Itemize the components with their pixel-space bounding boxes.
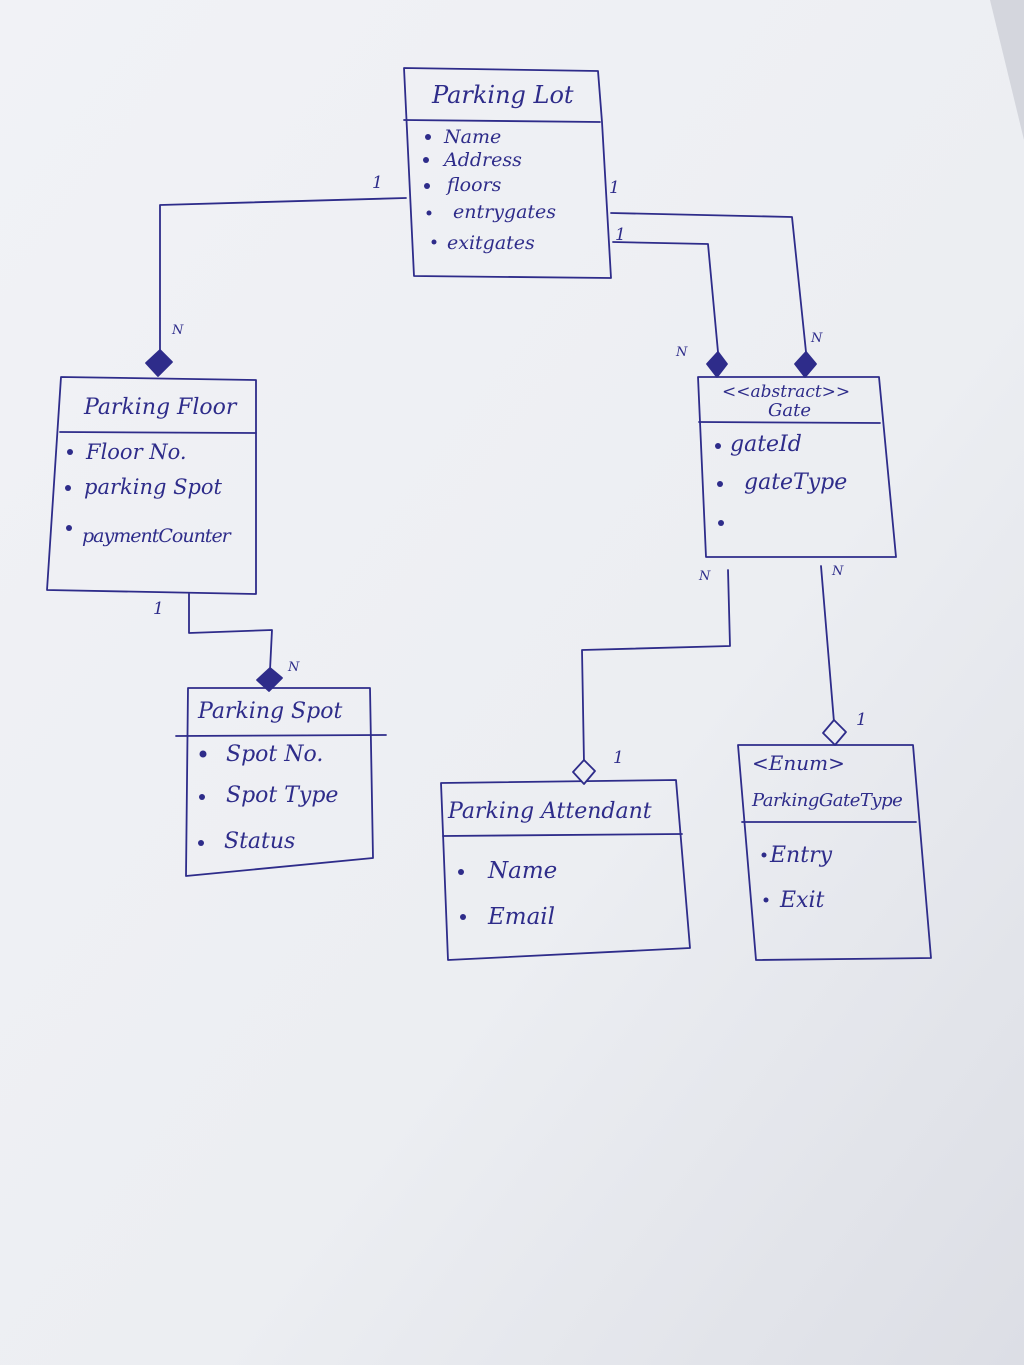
edge-gate-gatetype <box>820 565 835 723</box>
edge-lot-floor <box>159 197 407 354</box>
multiplicity-lot-entry-gate: N <box>810 331 823 346</box>
edge-lot-gate-exit <box>612 241 719 353</box>
parking-gate-type-title: ParkingGateType <box>751 790 902 811</box>
bullet <box>763 897 769 903</box>
bullet <box>66 525 72 531</box>
class-parking-gate-type <box>737 744 932 961</box>
parking-lot-attributes: Name Address floors entrygates exitgates <box>423 126 556 254</box>
attr-floors: floors <box>445 174 502 196</box>
attr-attendant-name: Name <box>487 858 557 884</box>
bullet <box>199 750 207 758</box>
bullet <box>717 481 723 487</box>
parking-lot-title: Parking Lot <box>431 81 574 109</box>
bullet <box>425 134 431 140</box>
parking-spot-divider <box>175 734 387 737</box>
class-parking-lot <box>403 67 612 279</box>
parking-gate-type-stereotype: <Enum> <box>752 751 845 775</box>
parking-gate-type-attributes: Entry Exit <box>761 843 833 913</box>
gate-divider <box>698 421 881 424</box>
attr-floor-no: Floor No. <box>85 440 187 464</box>
bullet <box>715 443 721 449</box>
parking-spot-title: Parking Spot <box>197 699 342 724</box>
edge-floor-spot <box>188 593 273 671</box>
attr-exitgates: exitgates <box>447 232 535 254</box>
aggregation-diamond-attendant <box>572 759 596 785</box>
parking-floor-title: Parking Floor <box>83 395 238 420</box>
parking-attendant-attributes: Name Email <box>458 858 557 930</box>
gate-attributes: gateId gateType <box>715 432 847 526</box>
multiplicity-gate-attendant-gate: N <box>698 569 711 584</box>
attr-gate-type: gateType <box>744 470 847 495</box>
attr-spot-type: Spot Type <box>226 783 338 808</box>
class-parking-attendant <box>440 779 691 961</box>
multiplicity-floor-spot-floor: 1 <box>153 599 164 619</box>
attr-name: Name <box>443 126 501 148</box>
parking-lot-divider <box>403 119 601 123</box>
composition-diamond-floor <box>145 349 173 377</box>
multiplicity-lot-entry-lot: 1 <box>609 178 620 198</box>
aggregation-diamond-gatetype <box>822 719 847 746</box>
bullet <box>431 239 437 245</box>
class-gate <box>697 376 897 558</box>
composition-diamond-spot <box>256 667 283 692</box>
parking-attendant-box <box>440 779 691 961</box>
gate-box <box>697 376 897 558</box>
composition-diamond-gate-exit <box>706 351 728 378</box>
gate-title: Gate <box>768 400 811 421</box>
attr-address: Address <box>442 149 522 171</box>
composition-diamond-gate-entry <box>794 351 817 378</box>
edge-lot-gate-entry <box>610 212 807 353</box>
parking-floor-box <box>46 376 257 595</box>
attr-entrygates: entrygates <box>453 201 556 223</box>
class-parking-floor <box>46 376 257 595</box>
parking-floor-attributes: Floor No. parking Spot paymentCounter <box>65 440 234 547</box>
parking-attendant-divider <box>442 833 683 837</box>
parking-lot-box <box>403 67 612 279</box>
attr-exit: Exit <box>779 888 825 913</box>
attr-parking-spot: parking Spot <box>84 475 223 499</box>
bullet <box>65 485 71 491</box>
parking-spot-attributes: Spot No. Spot Type Status <box>198 742 338 854</box>
bullet <box>423 157 429 163</box>
bullet <box>458 869 464 875</box>
gate-stereotype: <<abstract>> <box>722 382 850 402</box>
multiplicity-lot-exit-lot: 1 <box>615 225 626 245</box>
multiplicity-gate-type-enum: 1 <box>856 710 867 730</box>
multiplicity-lot-floor-lot: 1 <box>372 173 383 193</box>
attr-payment-counter: paymentCounter <box>82 525 233 547</box>
bullet <box>761 852 767 858</box>
attr-status: Status <box>224 829 295 854</box>
bullet <box>67 449 73 455</box>
attr-entry: Entry <box>769 843 833 868</box>
parking-attendant-title: Parking Attendant <box>447 799 652 824</box>
multiplicity-lot-floor-floor: N <box>171 323 184 338</box>
multiplicity-lot-exit-gate: N <box>675 345 688 360</box>
bullet <box>718 520 724 526</box>
bullet <box>426 210 432 216</box>
bullet <box>199 794 205 800</box>
attr-attendant-email: Email <box>487 904 555 930</box>
paper-corner-shadow <box>990 0 1024 140</box>
class-parking-spot <box>175 687 387 877</box>
multiplicity-gate-type-gate: N <box>831 564 844 579</box>
parking-floor-divider <box>59 431 257 434</box>
multiplicity-floor-spot-spot: N <box>287 660 300 675</box>
parking-spot-box <box>185 687 374 877</box>
bullet <box>424 183 430 189</box>
edge-gate-attendant <box>581 569 731 764</box>
attr-spot-no: Spot No. <box>226 742 323 767</box>
attr-gate-id: gateId <box>730 432 802 457</box>
parking-gate-type-box <box>737 744 932 961</box>
bullet <box>460 914 466 920</box>
multiplicity-gate-attendant-attendant: 1 <box>613 748 624 768</box>
bullet <box>198 840 204 846</box>
